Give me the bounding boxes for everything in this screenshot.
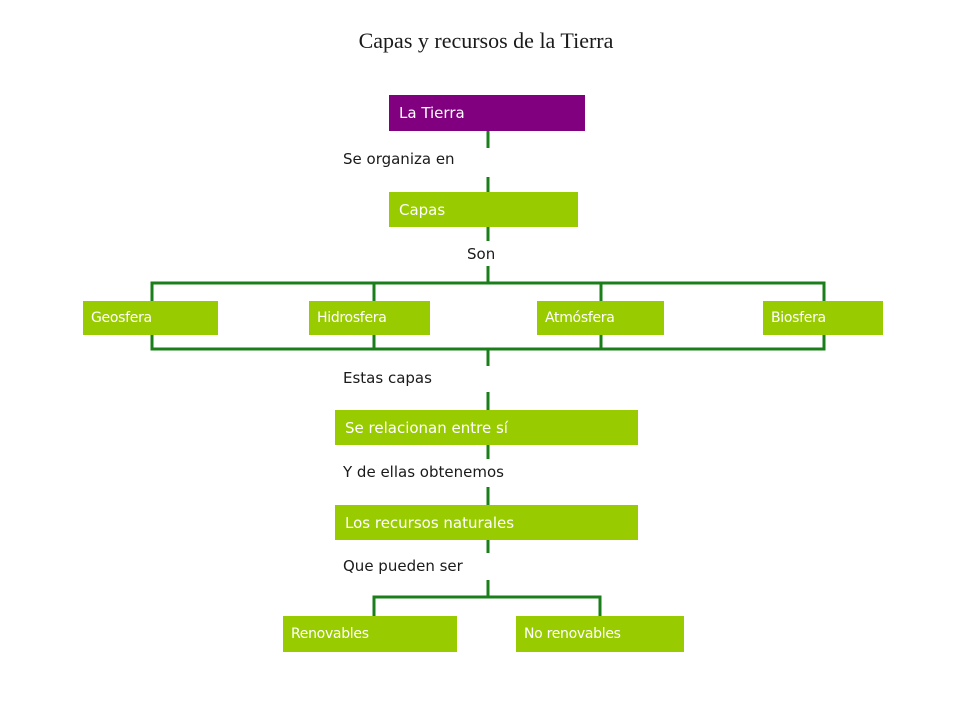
- node-no-renovables: No renovables: [516, 616, 684, 652]
- node-la-tierra: La Tierra: [389, 95, 585, 131]
- diagram-title: Capas y recursos de la Tierra: [358, 28, 614, 53]
- node-renovables: Renovables: [283, 616, 457, 652]
- link-label-estas-capas: Estas capas: [341, 369, 434, 387]
- node-biosfera: Biosfera: [763, 301, 883, 335]
- link-label-se-organiza-en: Se organiza en: [341, 150, 457, 168]
- node-geosfera: Geosfera: [83, 301, 218, 335]
- node-capas: Capas: [389, 192, 578, 227]
- link-label-que-pueden-ser: Que pueden ser: [341, 557, 465, 575]
- link-label-son: Son: [465, 245, 498, 263]
- node-hidrosfera: Hidrosfera: [309, 301, 430, 335]
- node-se-relacionan-entre-si: Se relacionan entre sí: [335, 410, 638, 445]
- link-label-y-de-ellas-obtenemos: Y de ellas obtenemos: [341, 463, 506, 481]
- node-los-recursos-naturales: Los recursos naturales: [335, 505, 638, 540]
- node-atmosfera: Atmósfera: [537, 301, 664, 335]
